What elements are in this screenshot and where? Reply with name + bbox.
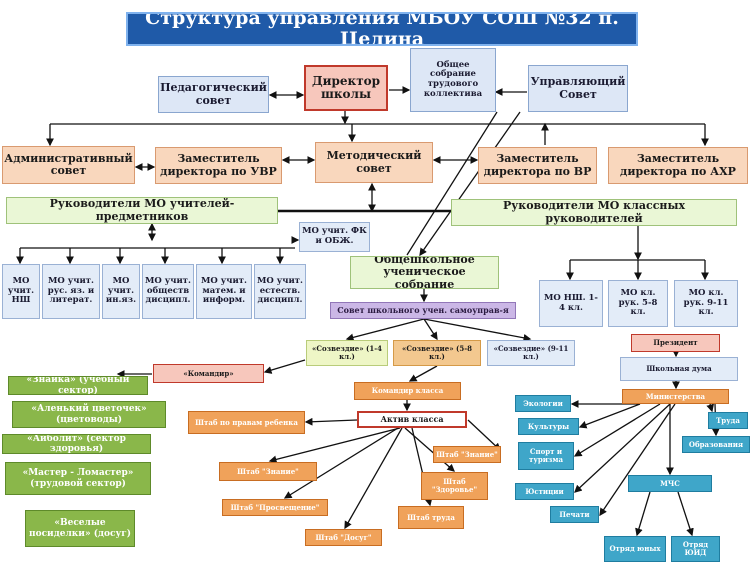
node-znayka: «Знайка» (учебный сектор)	[8, 376, 148, 395]
node-ekologii: Экологии	[515, 395, 571, 412]
node-ruk-mo-kl: Руководители МО классных руководителей	[451, 199, 737, 226]
node-prezident: Президент	[631, 334, 720, 352]
connector-48	[635, 491, 651, 537]
node-sovet-samoupr: Совет школьного учен. самоуправ-я	[330, 302, 516, 319]
node-mo-rus: МО учит. рус. яз. и литерат.	[42, 264, 100, 319]
connector-38	[408, 365, 438, 382]
node-soyuz-58: «Созвездие» (5-8 кл.)	[393, 340, 481, 366]
node-shtab-zdorovye: Штаб "Здоровье"	[421, 472, 488, 500]
node-ruk-mo-predm: Руководители МО учителей-предметников	[6, 197, 278, 224]
node-mo-nsh-kl: МО НШ. 1-4 кл.	[539, 280, 603, 327]
chart-title: Структура управления МБОУ СОШ №32 п. Цел…	[126, 12, 638, 46]
node-master: «Мастер - Ломастер» (трудовой сектор)	[5, 462, 151, 495]
connector-42	[573, 403, 661, 457]
connector-32	[423, 318, 438, 341]
connector-36	[263, 359, 306, 374]
node-vesyolye: «Веселые посиделки» (досуг)	[25, 510, 135, 547]
connector-49	[677, 491, 694, 537]
node-metod-sovet: Методический совет	[315, 142, 433, 183]
node-kultury: Культуры	[518, 418, 579, 435]
node-truda: Труда	[708, 412, 748, 429]
node-mo-in: МО учит. ин.яз.	[102, 264, 140, 319]
node-shtab-znaniya-left: Штаб "Знание"	[219, 462, 317, 481]
node-mo-est: МО учит. естеств. дисципл.	[254, 264, 306, 319]
node-aleniky: «Аленький цветочек» (цветоводы)	[12, 401, 166, 428]
node-obshch-uch-sobr: Общешкольное ученическое собрание	[350, 256, 499, 289]
node-aktiv: Актив класса	[357, 411, 467, 428]
node-yustitsii: Юстиции	[515, 483, 574, 500]
node-mo-kl-58: МО кл. рук. 5-8 кл.	[608, 280, 668, 327]
node-pechati: Печати	[550, 506, 599, 523]
node-shtab-znanie-right: Штаб "Знание"	[433, 446, 501, 463]
node-zam-ahr: Заместитель директора по АХР	[608, 147, 748, 184]
node-aybolit: «Айболит» (сектор здоровья)	[2, 434, 151, 454]
node-mo-obshch: МО учит. обществ дисципл.	[142, 264, 194, 319]
node-soyuz-14: «Созвездие» (1-4 кл.)	[306, 340, 388, 366]
node-ped-sovet: Педагогический совет	[158, 76, 269, 113]
node-otryad-yunyh: Отряд юных	[604, 536, 666, 562]
node-mo-fk: МО учит. ФК и ОБЖ.	[299, 222, 370, 252]
connector-50	[304, 417, 358, 426]
node-shtab-prosv: Штаб "Просвещение"	[222, 499, 328, 516]
node-komandir-klassa: Командир класса	[354, 382, 461, 400]
node-mchs: МЧС	[628, 475, 712, 492]
connector-33	[423, 318, 532, 342]
node-mo-nsh: МО учит. НШ	[2, 264, 40, 319]
node-mo-mat: МО учит. матем. и информ.	[196, 264, 252, 319]
node-upr-sovet: Управляющий Совет	[528, 65, 628, 112]
node-zam-uvr: Заместитель директора по УВР	[155, 147, 282, 184]
node-shk-duma: Школьная дума	[620, 357, 738, 381]
node-shtab-prav: Штаб по правам ребенка	[188, 411, 305, 434]
node-obshchee-sobranie: Общее собрание трудового коллектива	[410, 48, 496, 112]
node-ministerstva: Министерства	[622, 389, 729, 404]
node-zam-vr: Заместитель директора по ВР	[478, 147, 597, 184]
connector-44	[599, 403, 676, 517]
node-adm-sovet: Административный совет	[2, 146, 135, 184]
node-mo-kl-911: МО кл. рук. 9-11 кл.	[674, 280, 738, 327]
connector-56	[344, 427, 403, 530]
node-sport: Спорт и туризма	[518, 442, 574, 470]
connector-31	[345, 318, 425, 342]
node-shtab-truda: Штаб труда	[398, 506, 464, 529]
connector-45	[706, 403, 714, 413]
node-director: Директор школы	[304, 65, 388, 111]
node-shtab-dosug: Штаб "Досуг"	[305, 529, 382, 546]
node-obrazovaniya: Образования	[682, 436, 750, 453]
node-komandir: «Командир»	[153, 364, 264, 383]
connector-41	[578, 403, 641, 429]
node-otryad-yuid: Отряд ЮИД	[671, 536, 720, 562]
node-soyuz-911: «Созвездие» (9-11 кл.)	[487, 340, 575, 366]
